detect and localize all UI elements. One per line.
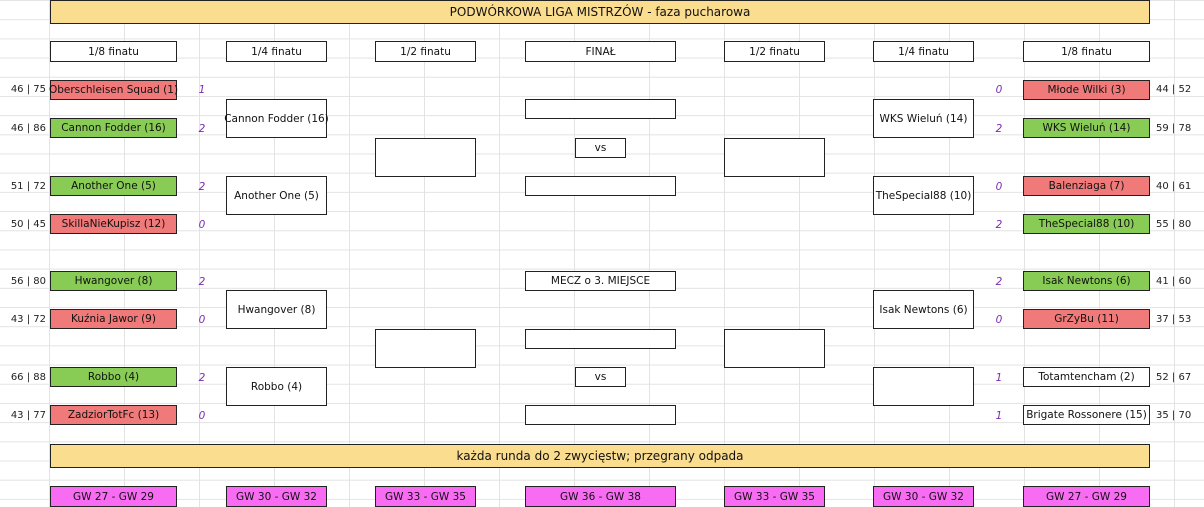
match-score: 1 (995, 410, 1003, 422)
qf-cell: WKS Wieluń (14) (873, 99, 974, 138)
match-score: 2 (995, 123, 1003, 135)
match-score: 0 (198, 314, 206, 326)
sf-cell (724, 329, 825, 368)
match-score: 2 (995, 219, 1003, 231)
final-team-a (525, 99, 676, 119)
gameweek-right-sf: GW 33 - GW 35 (724, 486, 825, 507)
match-score: 1 (995, 372, 1003, 384)
match-score: 1 (198, 84, 206, 96)
third-place-label: MECZ o 3. MIEJSCE (525, 271, 676, 291)
team-points: 50 | 45 (10, 219, 46, 230)
team-cell: Balenziaga (7) (1023, 176, 1150, 196)
match-score: 2 (198, 123, 206, 135)
sf-cell (375, 138, 476, 177)
team-points: 46 | 75 (10, 84, 46, 95)
team-cell: Brigate Rossonere (15) (1023, 405, 1150, 425)
qf-cell: Robbo (4) (226, 367, 327, 406)
qf-cell: Hwangover (8) (226, 290, 327, 329)
header-left-r16: 1/8 finatu (50, 41, 177, 62)
team-points: 44 | 52 (1156, 84, 1192, 95)
page-title: PODWÓRKOWA LIGA MISTRZÓW - faza pucharow… (50, 0, 1150, 24)
third-place-team-a (525, 329, 676, 349)
team-points: 35 | 70 (1156, 410, 1192, 421)
team-points: 59 | 78 (1156, 123, 1192, 134)
header-final: FINAŁ (525, 41, 676, 62)
team-points: 41 | 60 (1156, 276, 1192, 287)
team-points: 37 | 53 (1156, 314, 1192, 325)
qf-cell (873, 367, 974, 406)
team-cell: Hwangover (8) (50, 271, 177, 291)
team-points: 43 | 77 (10, 410, 46, 421)
qf-cell: Another One (5) (226, 176, 327, 215)
team-cell: TheSpecial88 (10) (1023, 214, 1150, 234)
gameweek-final: GW 36 - GW 38 (525, 486, 676, 507)
team-cell: SkillaNieKupisz (12) (50, 214, 177, 234)
match-score: 2 (198, 372, 206, 384)
final-vs: vs (575, 138, 626, 158)
team-points: 52 | 67 (1156, 372, 1192, 383)
match-score: 2 (995, 276, 1003, 288)
header-right-qf: 1/4 finatu (873, 41, 974, 62)
match-score: 2 (198, 181, 206, 193)
header-left-sf: 1/2 finatu (375, 41, 476, 62)
team-cell: Another One (5) (50, 176, 177, 196)
team-points: 66 | 88 (10, 372, 46, 383)
team-points: 55 | 80 (1156, 219, 1192, 230)
match-score: 0 (995, 314, 1003, 326)
team-cell: Młode Wilki (3) (1023, 80, 1150, 100)
gameweek-left-qf: GW 30 - GW 32 (226, 486, 327, 507)
qf-cell: Cannon Fodder (16) (224, 99, 329, 138)
team-points: 43 | 72 (10, 314, 46, 325)
header-right-sf: 1/2 finatu (724, 41, 825, 62)
final-team-b (525, 176, 676, 196)
qf-cell: TheSpecial88 (10) (873, 176, 974, 215)
sf-cell (724, 138, 825, 177)
team-cell: Cannon Fodder (16) (50, 118, 177, 138)
team-points: 56 | 80 (10, 276, 46, 287)
gameweek-left-sf: GW 33 - GW 35 (375, 486, 476, 507)
gameweek-right-r16: GW 27 - GW 29 (1023, 486, 1150, 507)
team-cell: ZadziorTotFc (13) (50, 405, 177, 425)
team-cell: Oberschleisen Squad (1) (49, 80, 178, 100)
gameweek-right-qf: GW 30 - GW 32 (873, 486, 974, 507)
third-place-vs: vs (575, 367, 626, 387)
team-points: 46 | 86 (10, 123, 46, 134)
match-score: 2 (198, 276, 206, 288)
team-cell: Kuźnia Jawor (9) (50, 309, 177, 329)
rules-note: każda runda do 2 zwycięstw; przegrany od… (50, 444, 1150, 468)
team-cell: WKS Wieluń (14) (1023, 118, 1150, 138)
team-cell: GrZyBu (11) (1023, 309, 1150, 329)
match-score: 0 (198, 219, 206, 231)
team-cell: Robbo (4) (50, 367, 177, 387)
team-cell: Totamtencham (2) (1023, 367, 1150, 387)
qf-cell: Isak Newtons (6) (873, 290, 974, 329)
sf-cell (375, 329, 476, 368)
header-right-r16: 1/8 finatu (1023, 41, 1150, 62)
match-score: 0 (995, 181, 1003, 193)
team-cell: Isak Newtons (6) (1023, 271, 1150, 291)
team-points: 40 | 61 (1156, 181, 1192, 192)
match-score: 0 (198, 410, 206, 422)
gameweek-left-r16: GW 27 - GW 29 (50, 486, 177, 507)
team-points: 51 | 72 (10, 181, 46, 192)
header-left-qf: 1/4 finatu (226, 41, 327, 62)
match-score: 0 (995, 84, 1003, 96)
third-place-team-b (525, 405, 676, 425)
